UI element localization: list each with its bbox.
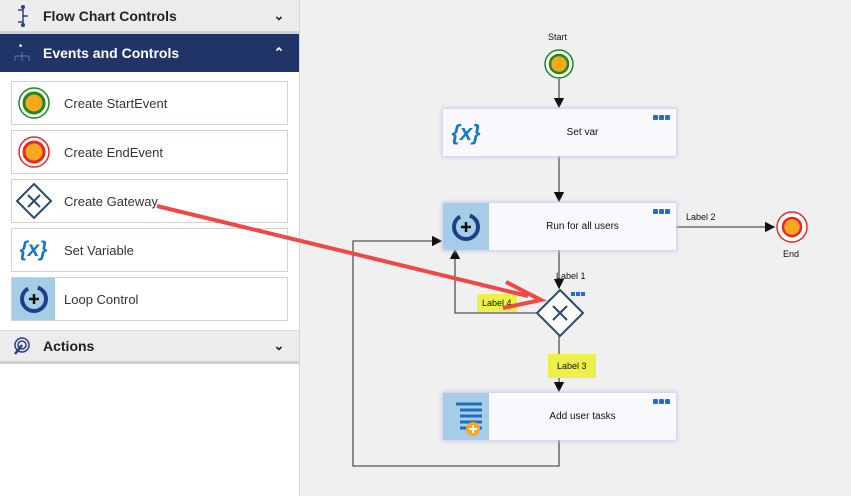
start-event-icon (12, 82, 55, 124)
flow-canvas[interactable]: Start End {x} Set var Run for all users … (301, 0, 851, 496)
section-title: Flow Chart Controls (43, 7, 177, 24)
chevron-up-icon[interactable]: ⌃ (273, 45, 285, 60)
add-task-icon (443, 393, 489, 440)
chevron-down-icon[interactable]: ⌄ (273, 338, 285, 353)
item-label: Create StartEvent (64, 95, 168, 111)
node-set-var[interactable]: {x} Set var (443, 109, 676, 156)
item-label: Loop Control (64, 291, 139, 307)
actions-icon (0, 335, 43, 357)
edge-label-2: Label 2 (686, 212, 716, 222)
node-label: Set var (566, 127, 599, 138)
section-title: Events and Controls (43, 45, 180, 61)
loop-icon (443, 203, 489, 250)
more-icon[interactable] (653, 399, 670, 404)
section-title: Actions (43, 338, 95, 354)
node-label: Add user tasks (549, 411, 616, 422)
list-item-create-gateway[interactable]: Create Gateway (11, 179, 288, 223)
section-actions[interactable]: Actions ⌄ (0, 330, 299, 364)
node-label: Run for all users (546, 221, 619, 232)
edge-label-1: Label 1 (556, 271, 586, 281)
svg-text:*: * (19, 43, 23, 52)
list-item-loop-control[interactable]: Loop Control (11, 277, 288, 321)
edge-label-3: Label 3 (548, 354, 596, 378)
events-list: Create StartEvent Create EndEvent Create… (0, 72, 299, 330)
item-label: Create EndEvent (64, 144, 164, 160)
node-add-user-tasks[interactable]: Add user tasks (443, 393, 676, 440)
hierarchy-icon: * (0, 42, 43, 64)
sidebar: Flow Chart Controls ⌄ * Events and Contr… (0, 0, 300, 496)
end-event-icon (12, 131, 55, 173)
edge-label-4: Label 4 (477, 294, 517, 312)
list-item-create-startevent[interactable]: Create StartEvent (11, 81, 288, 125)
flowchart-icon (0, 4, 43, 27)
section-flow-chart-controls[interactable]: Flow Chart Controls ⌄ (0, 0, 299, 34)
end-label: End (783, 249, 800, 259)
more-icon[interactable] (653, 115, 670, 120)
start-label: Start (548, 32, 568, 42)
variable-icon: {x} (19, 238, 48, 261)
more-icon[interactable] (653, 209, 670, 214)
item-label: Create Gateway (64, 193, 158, 209)
list-item-set-variable[interactable]: {x} Set Variable (11, 228, 288, 272)
loop-icon (12, 278, 55, 320)
node-run-for-all-users[interactable]: Run for all users (443, 203, 676, 250)
variable-icon: {x} (451, 119, 481, 145)
chevron-down-icon[interactable]: ⌄ (273, 7, 285, 23)
gateway-icon (12, 180, 55, 222)
section-events-and-controls[interactable]: * Events and Controls ⌃ (0, 34, 299, 72)
gateway-node[interactable] (535, 288, 585, 338)
list-item-create-endevent[interactable]: Create EndEvent (11, 130, 288, 174)
item-label: Set Variable (64, 242, 134, 258)
